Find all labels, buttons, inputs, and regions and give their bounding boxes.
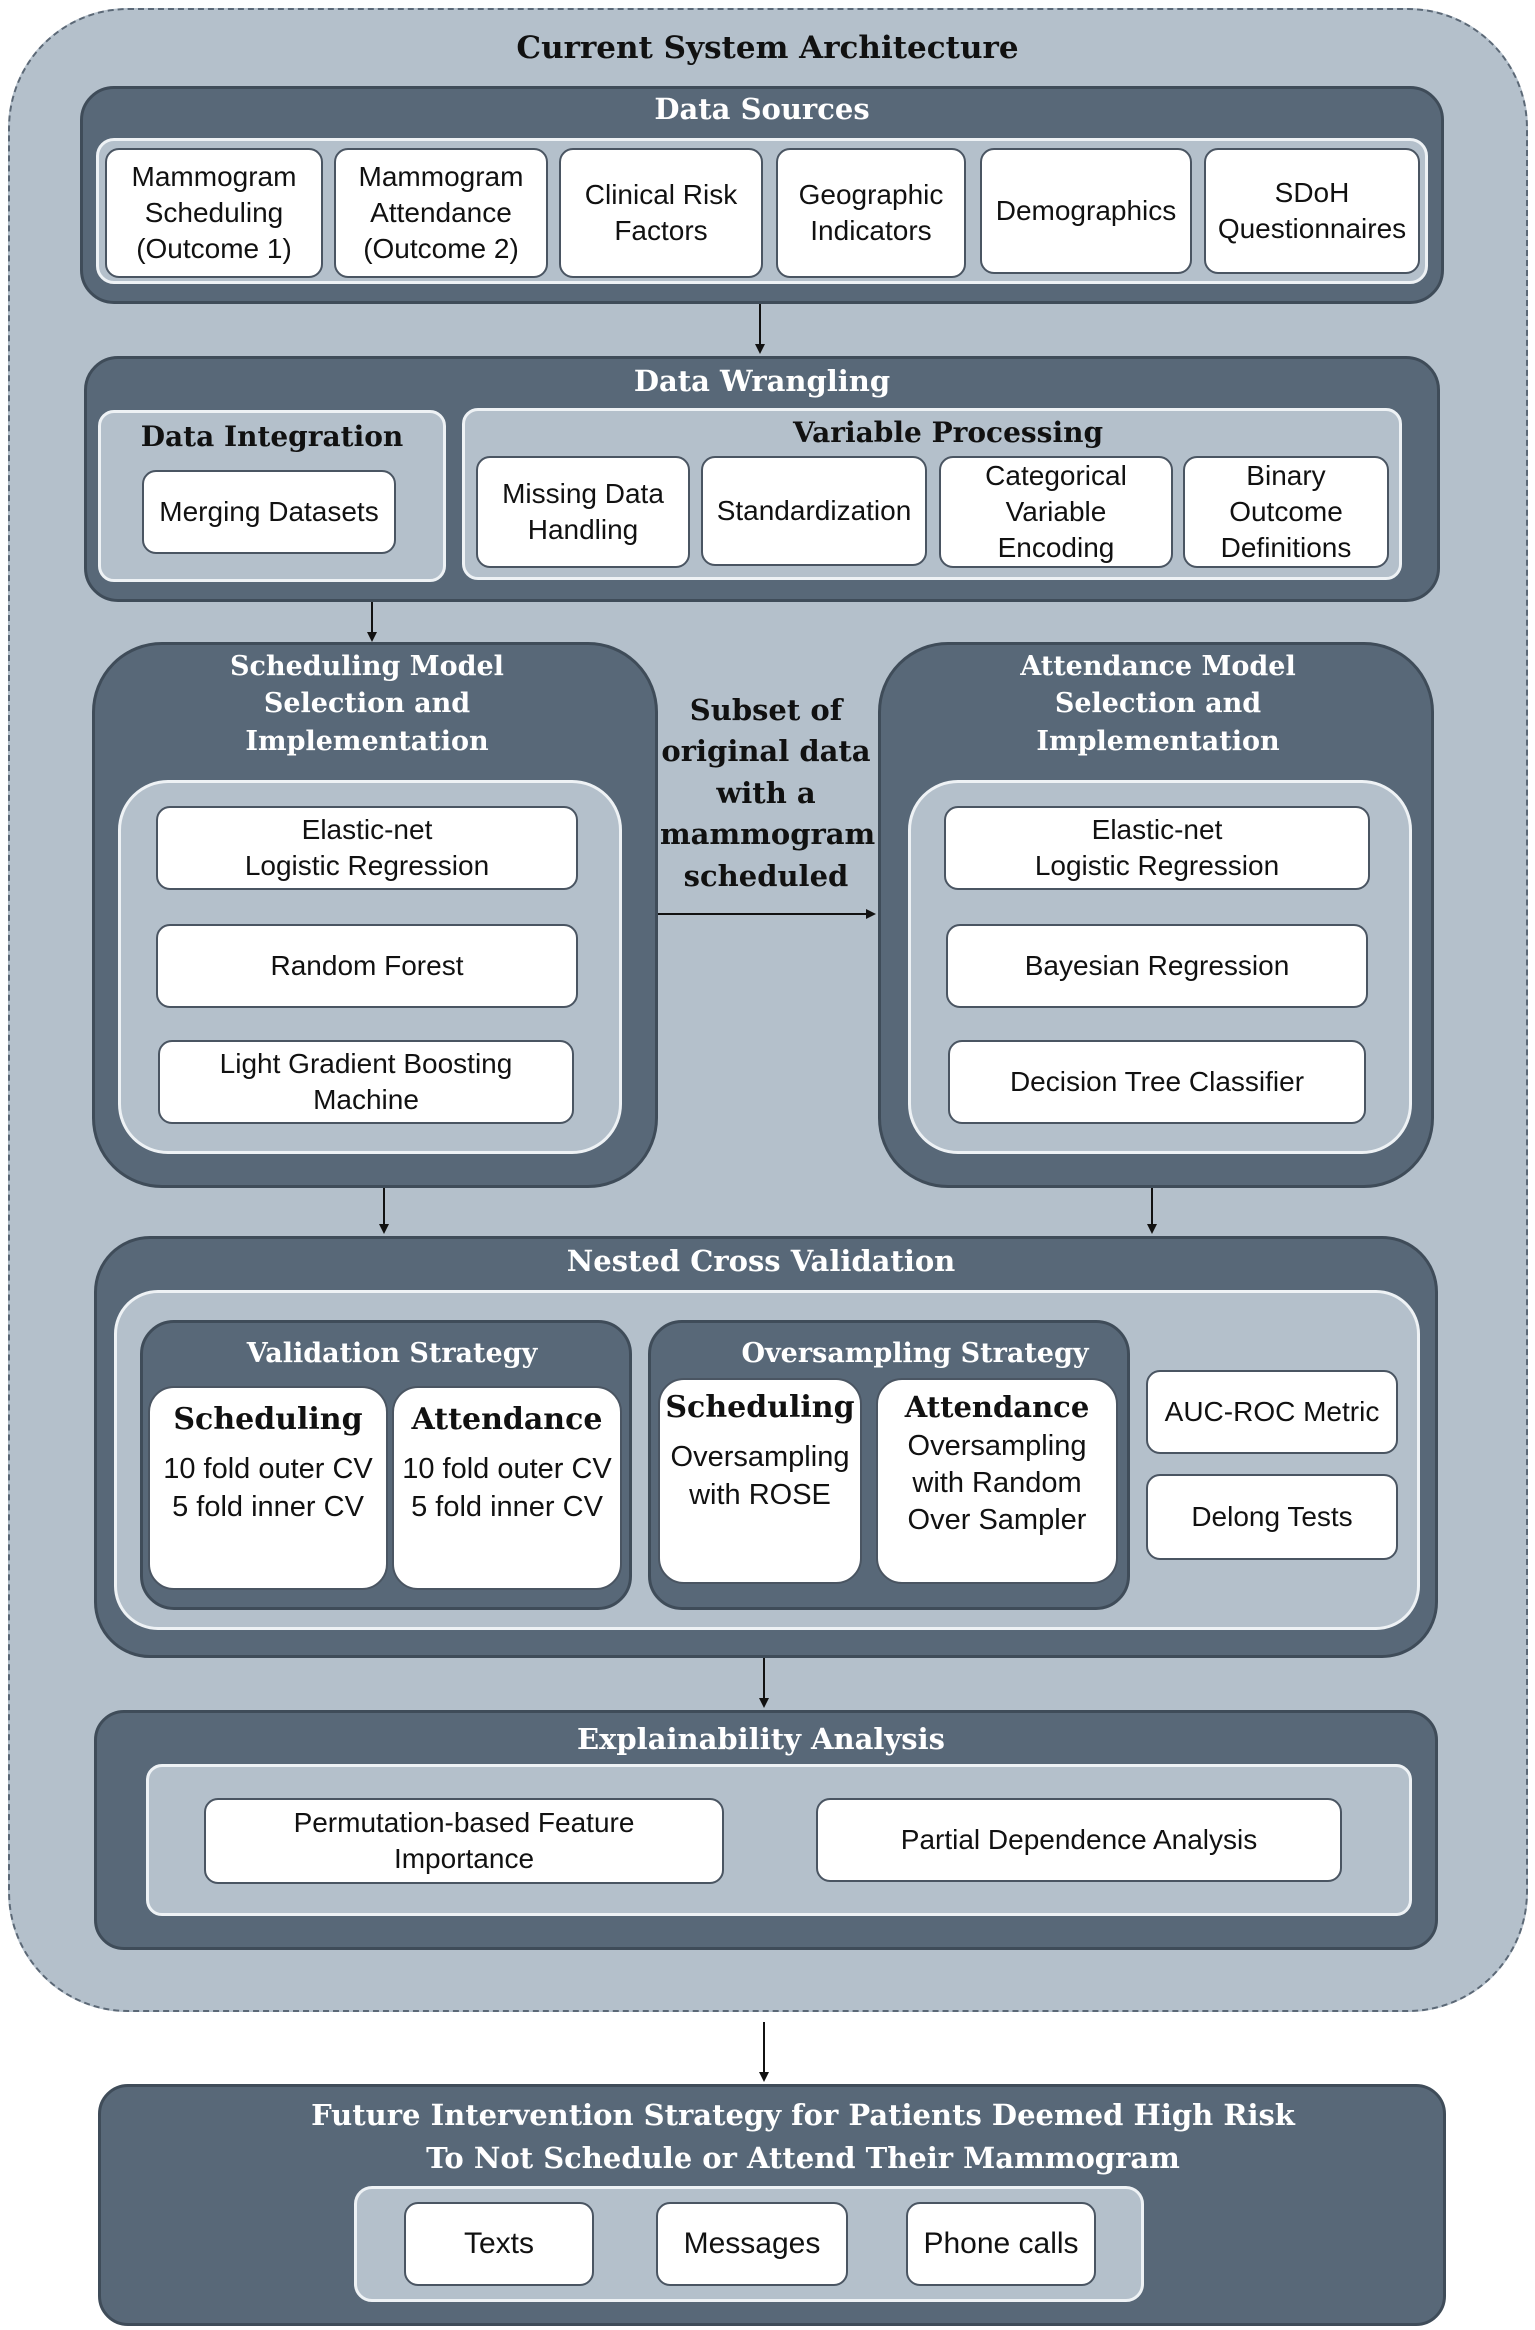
categorical-variable-encoding-box: Categorical Variable Encoding <box>939 456 1173 568</box>
permutation-feature-importance-box: Permutation-based Feature Importance <box>204 1798 724 1884</box>
data-wrangling-title: Data Wrangling <box>633 364 891 398</box>
data-source-mammogram-attendance: Mammogram Attendance (Outcome 2) <box>334 148 548 278</box>
partial-dependence-analysis-box: Partial Dependence Analysis <box>816 1798 1342 1882</box>
data-source-demographics: Demographics <box>980 148 1192 274</box>
oversampling-attendance-body: Oversampling with Random Over Sampler <box>907 1430 1087 1536</box>
oversampling-scheduling-title: Scheduling <box>665 1390 855 1425</box>
scheduling-lightgbm-box: Light Gradient Boosting Machine <box>158 1040 574 1124</box>
missing-data-handling-box: Missing Data Handling <box>476 456 690 568</box>
oversampling-strategy-title: Oversampling Strategy <box>741 1338 1089 1369</box>
architecture-title: Current System Architecture <box>516 30 1019 66</box>
validation-attendance-card: Attendance 10 fold outer CV 5 fold inner… <box>392 1386 622 1590</box>
future-intervention-title: Future Intervention Strategy for Patient… <box>311 2098 1295 2175</box>
standardization-box: Standardization <box>701 456 927 566</box>
validation-scheduling-card: Scheduling 10 fold outer CV 5 fold inner… <box>148 1386 388 1590</box>
subset-label: Subset of original data with a mammogram… <box>660 693 876 893</box>
oversampling-scheduling-body: Oversampling with ROSE <box>670 1441 850 1511</box>
validation-scheduling-title: Scheduling <box>173 1402 363 1437</box>
merging-datasets-box: Merging Datasets <box>142 470 396 554</box>
texts-box: Texts <box>404 2202 594 2286</box>
oversampling-attendance-title: Attendance <box>904 1390 1090 1424</box>
delong-tests-box: Delong Tests <box>1146 1474 1398 1560</box>
data-source-mammogram-scheduling: Mammogram Scheduling (Outcome 1) <box>105 148 323 278</box>
oversampling-attendance-card: Attendance Oversampling with Random Over… <box>876 1378 1118 1584</box>
validation-attendance-title: Attendance <box>411 1402 603 1437</box>
scheduling-elastic-net-box: Elastic-net Logistic Regression <box>156 806 578 890</box>
data-integration-title: Data Integration <box>140 420 404 453</box>
explainability-title: Explainability Analysis <box>577 1722 945 1756</box>
data-sources-title: Data Sources <box>654 92 870 126</box>
attendance-bayesian-regression-box: Bayesian Regression <box>946 924 1368 1008</box>
attendance-decision-tree-box: Decision Tree Classifier <box>948 1040 1366 1124</box>
phone-calls-box: Phone calls <box>906 2202 1096 2286</box>
scheduling-model-title: Scheduling Model Selection and Implement… <box>230 651 504 757</box>
attendance-model-title: Attendance Model Selection and Implement… <box>1020 651 1296 757</box>
validation-attendance-body: 10 fold outer CV 5 fold inner CV <box>402 1453 612 1523</box>
variable-processing-title: Variable Processing <box>792 416 1104 449</box>
nested-cv-title: Nested Cross Validation <box>566 1244 956 1278</box>
data-source-geographic-indicators: Geographic Indicators <box>776 148 966 278</box>
data-source-clinical-risk-factors: Clinical Risk Factors <box>559 148 763 278</box>
binary-outcome-definitions-box: Binary Outcome Definitions <box>1183 456 1389 568</box>
validation-strategy-title: Validation Strategy <box>246 1338 538 1369</box>
attendance-elastic-net-box: Elastic-net Logistic Regression <box>944 806 1370 890</box>
scheduling-random-forest-box: Random Forest <box>156 924 578 1008</box>
messages-box: Messages <box>656 2202 848 2286</box>
auc-roc-metric-box: AUC-ROC Metric <box>1146 1370 1398 1454</box>
oversampling-scheduling-card: Scheduling Oversampling with ROSE <box>658 1378 862 1584</box>
validation-scheduling-body: 10 fold outer CV 5 fold inner CV <box>163 1453 373 1523</box>
data-source-sdoh-questionnaires: SDoH Questionnaires <box>1204 148 1420 274</box>
